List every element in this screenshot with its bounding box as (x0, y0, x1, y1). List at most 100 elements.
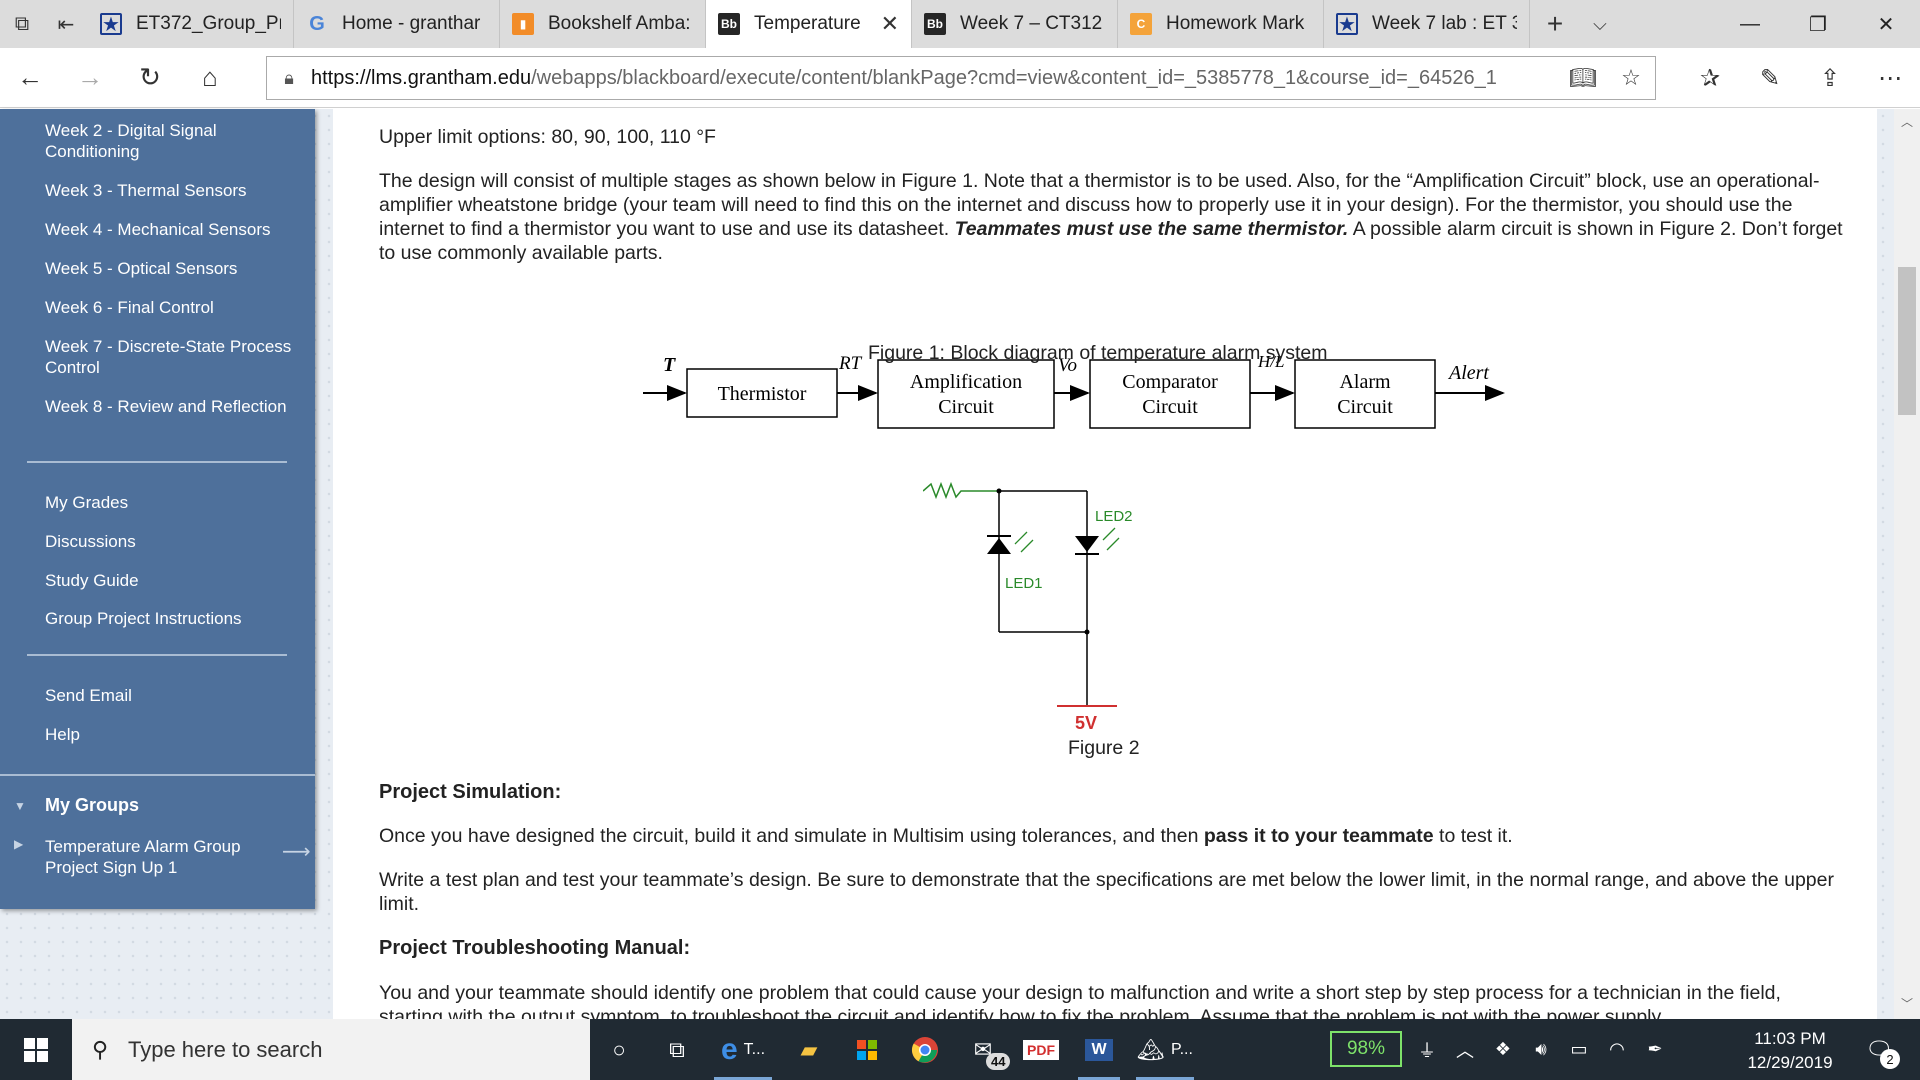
signal-hl-label: H/L (1257, 352, 1284, 371)
group-arrow-icon[interactable]: ⟶ (282, 841, 311, 863)
sidebar-item-week6[interactable]: Week 6 - Final Control (45, 298, 214, 317)
sidebar-item-week3[interactable]: Week 3 - Thermal Sensors (45, 181, 247, 200)
plug-icon[interactable]: ⏚ (1418, 1040, 1436, 1061)
tab-label: Bookshelf Amba: (548, 13, 691, 34)
scroll-thumb[interactable] (1898, 267, 1916, 415)
favorites-hub-icon[interactable]: ✰ (1699, 64, 1721, 92)
sidebar-item-week5[interactable]: Week 5 - Optical Sensors (45, 259, 238, 278)
sidebar-item-week4[interactable]: Week 4 - Mechanical Sensors (45, 220, 271, 239)
led2-symbol (1075, 536, 1099, 552)
expand-triangle-icon[interactable]: ▶ (14, 837, 24, 851)
home-button[interactable]: ⌂ (202, 62, 218, 92)
photos-taskbar-button[interactable]: 🏔︎P... (1128, 1019, 1202, 1080)
vertical-scrollbar[interactable]: ︿ ﹀ (1894, 109, 1920, 1019)
browser-tab-6[interactable]: ★Week 7 lab : ET 3 (1324, 0, 1530, 48)
minimize-button[interactable]: — (1740, 12, 1760, 35)
power-icon[interactable]: ▭ (1570, 1039, 1588, 1059)
sidebar-divider (27, 654, 287, 656)
browser-toolbar: ← → ↻ ⌂ 🔒︎ https://lms.grantham.edu/weba… (0, 48, 1920, 108)
address-bar[interactable]: 🔒︎ https://lms.grantham.edu/webapps/blac… (266, 56, 1656, 100)
url-text[interactable]: https://lms.grantham.edu/webapps/blackbo… (311, 67, 1559, 90)
led1-label: LED1 (1005, 575, 1043, 592)
amplification-label-2: Circuit (938, 396, 994, 418)
clock-time: 11:03 PM (1754, 1029, 1826, 1048)
battery-percent: 98% (1346, 1038, 1386, 1059)
task-view-icon[interactable]: ⧉ (669, 1036, 685, 1062)
mail-badge: 44 (986, 1053, 1011, 1070)
sidebar-item-group[interactable]: Temperature Alarm Group Project Sign Up … (45, 837, 241, 877)
comparator-block (1089, 359, 1251, 429)
volume-icon[interactable]: 🔊︎ (1535, 1039, 1547, 1059)
sidebar-item-week8[interactable]: Week 8 - Review and Reflection (45, 397, 287, 416)
restore-button[interactable]: ❐ (1809, 13, 1827, 36)
sidebar-item-week2[interactable]: Week 2 - Digital Signal Conditioning (45, 121, 217, 161)
windows-logo-icon (24, 1037, 48, 1062)
tab-label: Homework Mark (1166, 13, 1305, 34)
tab-label: ET372_Group_Pr (136, 13, 281, 34)
dropbox-icon[interactable]: ❖ (1494, 1039, 1512, 1059)
bb-icon: Bb (718, 13, 740, 35)
search-placeholder: Type here to search (128, 1036, 323, 1062)
sidebar-item-help[interactable]: Help (45, 725, 80, 744)
refresh-button[interactable]: ↻ (139, 62, 161, 92)
design-text-end: A possible alarm circuit is shown in Fig… (379, 218, 1843, 264)
taskbar-search-box[interactable]: ⚲ Type here to search (72, 1019, 590, 1080)
tab-actions-icon[interactable]: ⧉ (14, 12, 30, 35)
alarm-label-2: Circuit (1337, 396, 1393, 418)
show-hidden-icons-chevron[interactable]: ︿ (1456, 1040, 1474, 1061)
signal-alert-label: Alert (1447, 362, 1489, 384)
back-button[interactable]: ← (17, 62, 43, 92)
battery-indicator[interactable]: 98% (1330, 1031, 1402, 1067)
design-paragraph: The design will consist of multiple stag… (379, 169, 1849, 265)
more-menu-icon[interactable]: ⋯ (1878, 64, 1902, 92)
set-tabs-aside-icon[interactable]: ⇤ (57, 13, 75, 36)
start-button[interactable] (0, 1019, 72, 1080)
sidebar-item-my-grades[interactable]: My Grades (45, 493, 129, 512)
scroll-down-icon[interactable]: ﹀ (1900, 997, 1913, 1011)
file-explorer-icon[interactable]: ▰ (800, 1036, 818, 1062)
browser-tab-0[interactable]: ★ET372_Group_Pr (88, 0, 294, 48)
amplification-label: Amplification (910, 371, 1022, 393)
word-icon[interactable]: W (1070, 1019, 1128, 1080)
sidebar-item-week7[interactable]: Week 7 - Discrete-State Process Control (45, 337, 292, 377)
close-tab-icon[interactable]: ✕ (880, 11, 899, 36)
url-path: /webapps/blackboard/execute/content/blan… (531, 66, 1497, 89)
store-icon[interactable] (838, 1019, 896, 1080)
close-window-button[interactable]: ✕ (1877, 13, 1895, 36)
action-center-button[interactable]: 🗨︎2 (1856, 1031, 1902, 1069)
sidebar-item-send-email[interactable]: Send Email (45, 686, 132, 705)
pdf-reader-icon[interactable]: PDF (1012, 1019, 1070, 1080)
upper-limit-text: Upper limit options: 80, 90, 100, 110 °F (379, 126, 716, 148)
content-area: Upper limit options: 80, 90, 100, 110 °F… (333, 109, 1877, 1019)
tab-preview-chevron-icon[interactable]: ⌵ (1593, 13, 1607, 34)
forward-button[interactable]: → (77, 62, 103, 92)
test-plan-paragraph: Write a test plan and test your teammate… (379, 869, 1834, 915)
scroll-up-icon[interactable]: ︿ (1900, 115, 1913, 129)
sidebar-item-group-project-instructions[interactable]: Group Project Instructions (45, 609, 242, 628)
pen-workspace-icon[interactable]: ✒ (1647, 1039, 1663, 1059)
browser-tab-2[interactable]: ▮Bookshelf Amba: (500, 0, 706, 48)
chrome-icon[interactable] (896, 1019, 954, 1080)
troubleshooting-paragraph: You and your teammate should identify on… (379, 982, 1781, 1019)
sidebar-item-study-guide[interactable]: Study Guide (45, 571, 139, 590)
wifi-icon[interactable]: ◠ (1609, 1039, 1625, 1059)
favorite-star-icon[interactable]: ☆ (1621, 65, 1641, 90)
new-tab-button[interactable]: + (1546, 8, 1564, 39)
tab-label: Temperature (754, 13, 861, 34)
collapse-triangle-icon[interactable]: ▼ (14, 799, 26, 813)
troubleshooting-heading: Project Troubleshooting Manual: (379, 937, 691, 959)
my-groups-heading[interactable]: My Groups (45, 795, 140, 815)
web-note-pen-icon[interactable]: ✎ (1759, 64, 1781, 92)
browser-tab-3[interactable]: Bb Temperature ✕ (706, 0, 912, 48)
share-icon[interactable]: ⇪ (1819, 64, 1841, 92)
cortana-icon[interactable]: ○ (612, 1036, 626, 1062)
sidebar-item-discussions[interactable]: Discussions (45, 532, 136, 551)
system-clock[interactable]: 11:03 PM 12/29/2019 (1735, 1027, 1845, 1075)
reading-view-icon[interactable]: 📖︎ (1569, 65, 1597, 90)
mail-icon[interactable]: ✉44 (954, 1019, 1012, 1080)
